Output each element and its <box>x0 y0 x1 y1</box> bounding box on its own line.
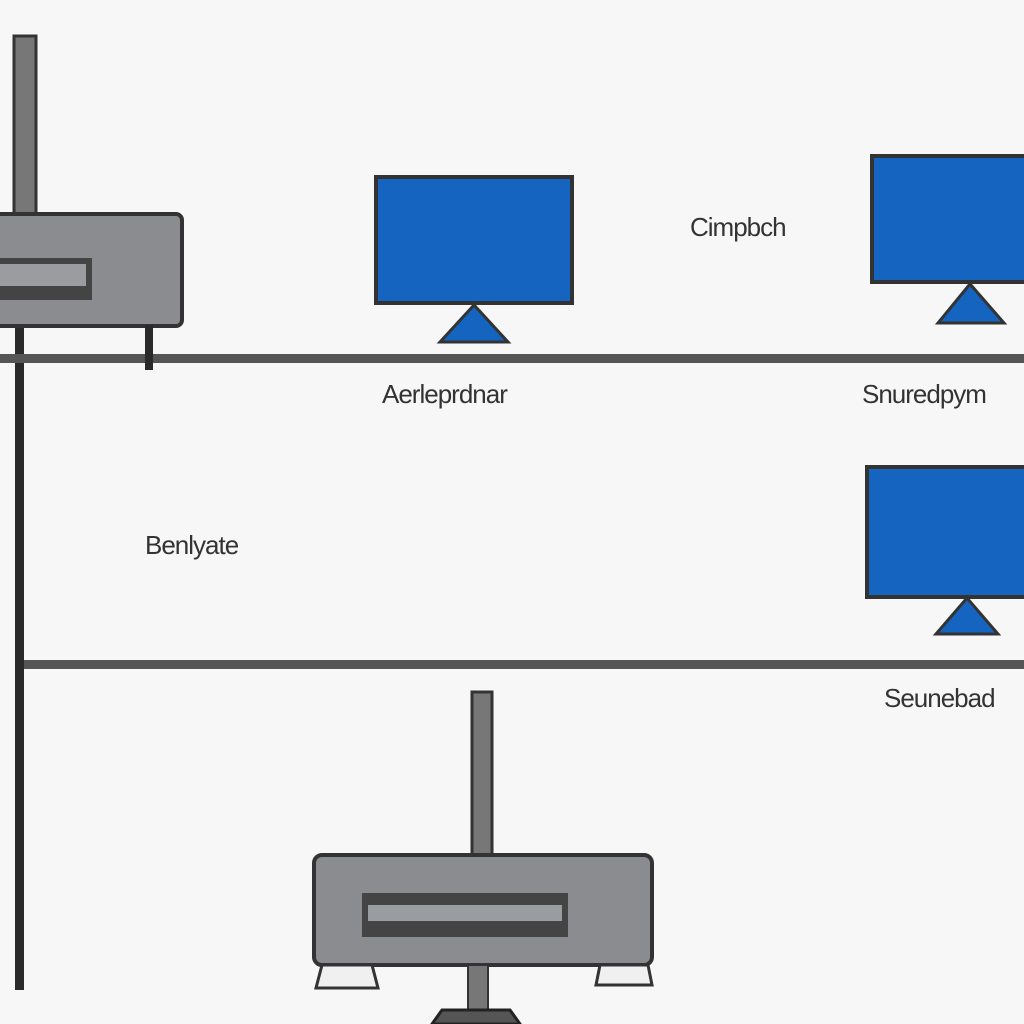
label-left: Benlyate <box>145 530 239 560</box>
vertical-connection-line <box>15 325 24 990</box>
monitor-top-right <box>870 154 1024 325</box>
router-bottom <box>312 690 654 1024</box>
router-top-left <box>0 34 184 370</box>
label-mid-left: Aerleprdnar <box>382 379 508 409</box>
horizontal-connection-line-top <box>0 354 1024 363</box>
label-top-center: Cimpbch <box>690 212 787 242</box>
label-bottom-right: Seunebad <box>884 683 996 713</box>
monitor-mid-right <box>865 465 1024 636</box>
monitor-center <box>374 175 574 344</box>
label-mid-right: Snuredpym <box>862 379 987 409</box>
horizontal-connection-line-bottom <box>24 660 1024 669</box>
